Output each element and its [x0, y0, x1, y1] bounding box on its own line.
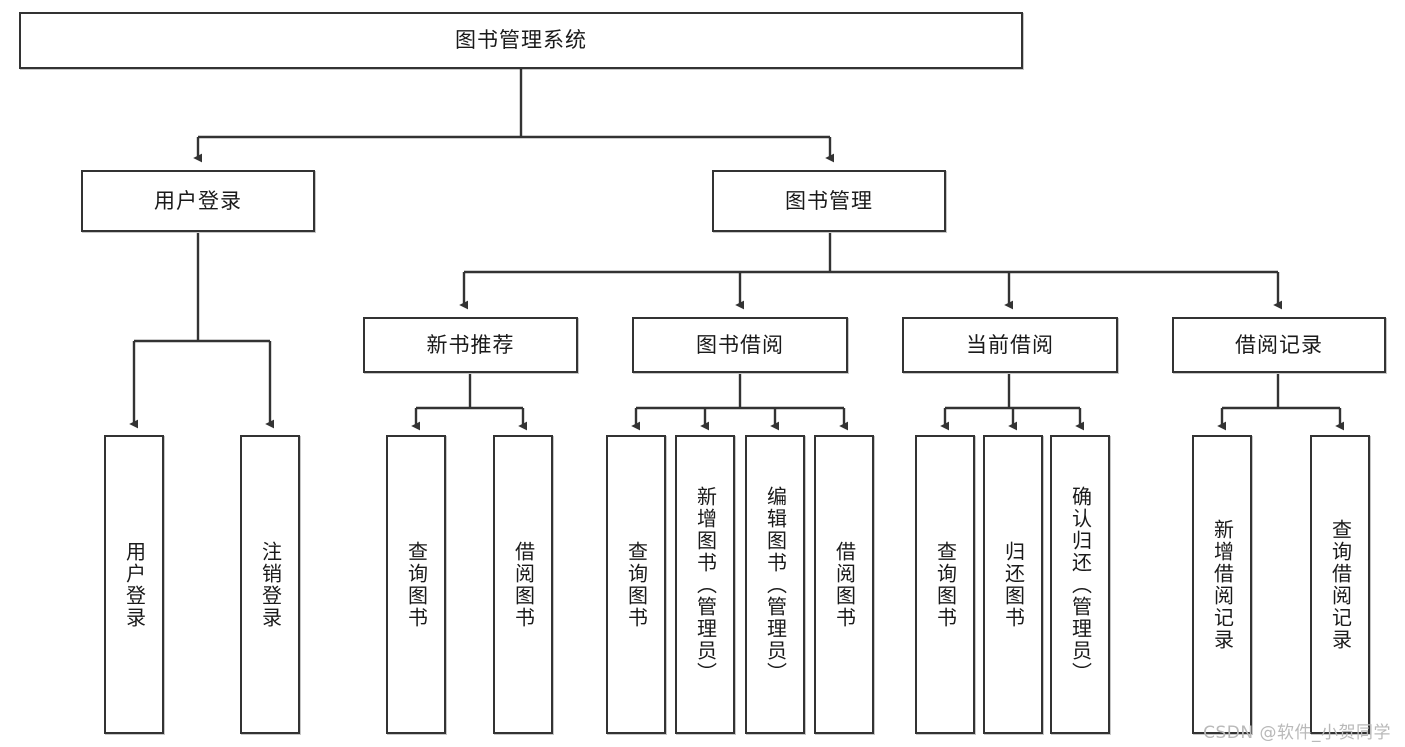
node-label: 编辑图书（管理员）: [763, 485, 788, 684]
node-label: 查询图书: [933, 540, 958, 629]
leaf-user-login-logout[interactable]: 注销登录: [240, 435, 300, 734]
node-label: 用户登录: [122, 540, 147, 629]
node-label: 图书借阅: [696, 332, 784, 357]
node-label: 确认归还（管理员）: [1068, 485, 1093, 684]
leaf-current-borrow-query[interactable]: 查询图书: [915, 435, 975, 734]
node-label: 用户登录: [154, 188, 242, 213]
node-label: 借阅图书: [511, 540, 536, 629]
node-label: 查询图书: [404, 540, 429, 629]
node-root-library-system[interactable]: 图书管理系统: [19, 12, 1023, 69]
leaf-borrow-record-add[interactable]: 新增借阅记录: [1192, 435, 1252, 734]
node-new-book-recommend[interactable]: 新书推荐: [363, 317, 578, 373]
node-label: 新增借阅记录: [1210, 518, 1235, 651]
leaf-book-borrow-add-admin[interactable]: 新增图书（管理员）: [675, 435, 735, 734]
node-label: 当前借阅: [966, 332, 1054, 357]
leaf-book-borrow-query[interactable]: 查询图书: [606, 435, 666, 734]
edge-borrowrecord-to-leaves: [1217, 374, 1345, 431]
node-label: 新增图书（管理员）: [693, 485, 718, 684]
edge-newbook-to-leaves: [411, 374, 528, 431]
node-book-management[interactable]: 图书管理: [712, 170, 946, 232]
node-label: 查询借阅记录: [1328, 518, 1353, 651]
node-label: 归还图书: [1001, 540, 1026, 629]
leaf-borrow-record-query[interactable]: 查询借阅记录: [1310, 435, 1370, 734]
edge-currentborrow-to-leaves: [940, 374, 1085, 431]
edge-root-to-level2: [193, 69, 835, 163]
csdn-watermark: CSDN @软件_小贺同学: [1203, 723, 1391, 743]
edge-userlogin-to-leaves: [129, 233, 275, 429]
node-borrow-record[interactable]: 借阅记录: [1172, 317, 1386, 373]
node-user-login[interactable]: 用户登录: [81, 170, 315, 232]
leaf-new-book-query[interactable]: 查询图书: [386, 435, 446, 734]
node-label: 图书管理: [785, 188, 873, 213]
node-current-borrow[interactable]: 当前借阅: [902, 317, 1118, 373]
node-label: 新书推荐: [426, 332, 515, 357]
leaf-current-borrow-confirm-admin[interactable]: 确认归还（管理员）: [1050, 435, 1110, 734]
leaf-new-book-borrow[interactable]: 借阅图书: [493, 435, 553, 734]
edge-bookmgmt-to-level3: [459, 233, 1283, 310]
node-label: 借阅图书: [832, 540, 857, 629]
node-label: 注销登录: [258, 540, 283, 629]
leaf-book-borrow-borrow[interactable]: 借阅图书: [814, 435, 874, 734]
edge-bookborrow-to-leaves: [631, 374, 849, 431]
node-label: 查询图书: [624, 540, 649, 629]
node-book-borrow[interactable]: 图书借阅: [632, 317, 848, 373]
leaf-user-login-login[interactable]: 用户登录: [104, 435, 164, 734]
leaf-book-borrow-edit-admin[interactable]: 编辑图书（管理员）: [745, 435, 805, 734]
leaf-current-borrow-return[interactable]: 归还图书: [983, 435, 1043, 734]
node-label: 图书管理系统: [455, 28, 587, 53]
node-label: 借阅记录: [1235, 332, 1323, 357]
